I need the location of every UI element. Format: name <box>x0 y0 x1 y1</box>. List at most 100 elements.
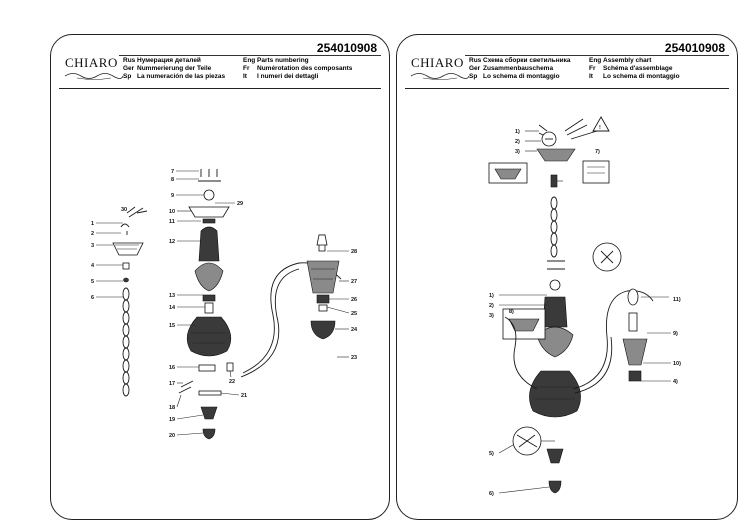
warning-icon: ! <box>599 125 601 131</box>
svg-text:8): 8) <box>509 309 514 315</box>
svg-text:2): 2) <box>489 303 494 309</box>
column-ornament <box>194 262 224 292</box>
bottom-plate <box>198 390 222 396</box>
spacer-inset-shape <box>508 318 540 332</box>
canopy-bolt <box>122 262 130 270</box>
svg-text:3): 3) <box>515 149 520 155</box>
lamp-holder <box>316 294 330 304</box>
svg-text:6): 6) <box>489 491 494 497</box>
svg-text:15: 15 <box>169 323 175 329</box>
svg-text:19: 19 <box>169 417 175 423</box>
wire-bundle <box>126 206 148 218</box>
bottom-chain <box>178 380 194 394</box>
svg-text:9: 9 <box>171 193 174 199</box>
wire-connection-detail: ! <box>564 116 610 140</box>
column-ornament <box>536 326 574 358</box>
svg-text:7: 7 <box>171 169 174 175</box>
svg-text:22: 22 <box>229 379 235 385</box>
svg-text:8: 8 <box>171 177 174 183</box>
suspension-chain <box>122 287 130 397</box>
end-knob <box>548 480 562 494</box>
bottom-finial <box>200 406 218 420</box>
bottom-vase <box>529 370 581 418</box>
assembly-step-labels: 1) 2) 3) 7) 1) 2) 3) 8) 9) 10) 11) 4) 5)… <box>489 129 681 497</box>
ceiling-canopy <box>536 148 576 162</box>
svg-text:3: 3 <box>91 243 94 249</box>
svg-text:26: 26 <box>351 297 357 303</box>
top-ring <box>203 189 215 201</box>
part-number-labels: 1 2 3 4 5 6 7 8 9 10 11 12 13 14 15 16 1… <box>91 169 358 439</box>
svg-text:11: 11 <box>169 219 175 225</box>
nipple-nut <box>202 218 216 224</box>
brand-logo: CHIARO <box>411 55 464 70</box>
svg-text:21: 21 <box>241 393 247 399</box>
candle-top <box>316 234 328 246</box>
svg-text:10): 10) <box>673 361 681 367</box>
svg-text:11): 11) <box>673 297 681 303</box>
svg-text:25: 25 <box>351 311 357 317</box>
top-screws <box>198 169 221 182</box>
brand-logo: CHIARO <box>65 55 118 70</box>
candle-socket <box>628 312 638 332</box>
canopy-ribbing <box>115 244 139 250</box>
bulb-detail <box>627 288 669 306</box>
arm-right <box>572 290 654 394</box>
canopy-hook <box>120 223 130 235</box>
svg-text:2): 2) <box>515 139 520 145</box>
svg-text:6: 6 <box>91 295 94 301</box>
header-divider <box>465 55 729 56</box>
top-ring <box>549 279 561 291</box>
terminal-lines <box>587 166 605 174</box>
exploded-parts-diagram: 1 2 3 4 5 6 7 8 9 10 11 12 13 14 15 16 1… <box>91 169 358 440</box>
header-bottom-rule <box>59 88 381 89</box>
svg-text:7): 7) <box>595 149 600 155</box>
svg-text:5): 5) <box>489 451 494 457</box>
finial-detail-mark <box>516 434 538 448</box>
bobeche-cup <box>306 260 340 294</box>
svg-text:23: 23 <box>351 355 357 361</box>
bottom-vase <box>186 316 232 357</box>
svg-text:1): 1) <box>489 293 494 299</box>
article-code: 254010908 <box>664 41 725 55</box>
svg-text:16: 16 <box>169 365 175 371</box>
assembly-diagram: ! <box>488 116 681 497</box>
svg-text:9): 9) <box>673 331 678 337</box>
header-divider <box>119 55 381 56</box>
tube-cover <box>198 364 216 372</box>
lower-cup <box>310 320 336 340</box>
svg-text:5: 5 <box>91 279 94 285</box>
upper-column <box>542 296 568 328</box>
svg-text:29: 29 <box>237 201 243 207</box>
svg-text:18: 18 <box>169 405 175 411</box>
svg-text:10: 10 <box>169 209 175 215</box>
bottom-finial <box>546 448 564 464</box>
svg-text:2: 2 <box>91 231 94 237</box>
chain-screw <box>123 277 129 283</box>
svg-text:30: 30 <box>121 207 127 213</box>
svg-text:4): 4) <box>673 379 678 385</box>
svg-text:4: 4 <box>91 263 95 269</box>
hook-connector <box>547 260 565 270</box>
end-knob <box>202 428 216 440</box>
article-code: 254010908 <box>316 41 377 55</box>
svg-text:1): 1) <box>515 129 520 135</box>
svg-text:20: 20 <box>169 433 175 439</box>
svg-text:12: 12 <box>169 239 175 245</box>
mid-spacer <box>204 302 214 314</box>
top-cap <box>188 206 230 218</box>
canopy-inset-shape <box>494 168 522 180</box>
svg-text:17: 17 <box>169 381 175 387</box>
terminal-block-detail <box>582 160 610 184</box>
vase-pattern <box>533 386 577 400</box>
svg-text:27: 27 <box>351 279 357 285</box>
